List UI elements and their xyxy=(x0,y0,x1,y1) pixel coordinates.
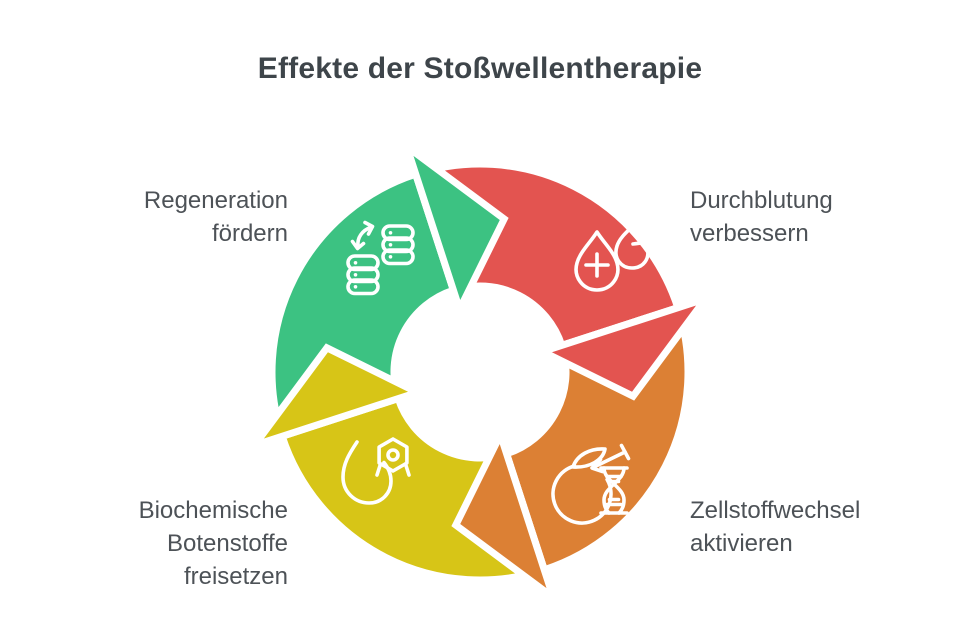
segment-label-regeneration: Regeneration fördern xyxy=(143,187,288,247)
segment-label-zellstoffwechsel: Zellstoffwechsel aktivieren xyxy=(690,497,861,557)
segment-label-durchblutung: Durchblutung verbessern xyxy=(690,187,833,247)
segment-arrowhead-zellstoffwechsel xyxy=(451,425,560,607)
cell-stacks-sync-icon xyxy=(346,220,415,296)
segment-arrowhead-durchblutung xyxy=(533,292,715,401)
apple-dna-metabolism-icon xyxy=(551,443,631,525)
blood-drops-plus-minus-icon xyxy=(574,221,650,292)
segment-arrowhead-regeneration xyxy=(400,137,509,319)
drop-molecule-icon xyxy=(341,437,411,505)
page-title: Effekte der Stoßwellentherapie xyxy=(257,52,703,85)
segment-arrowhead-botenstoffe xyxy=(245,343,427,452)
segment-label-botenstoffe: Biochemische Botenstoffe freisetzen xyxy=(138,497,288,590)
